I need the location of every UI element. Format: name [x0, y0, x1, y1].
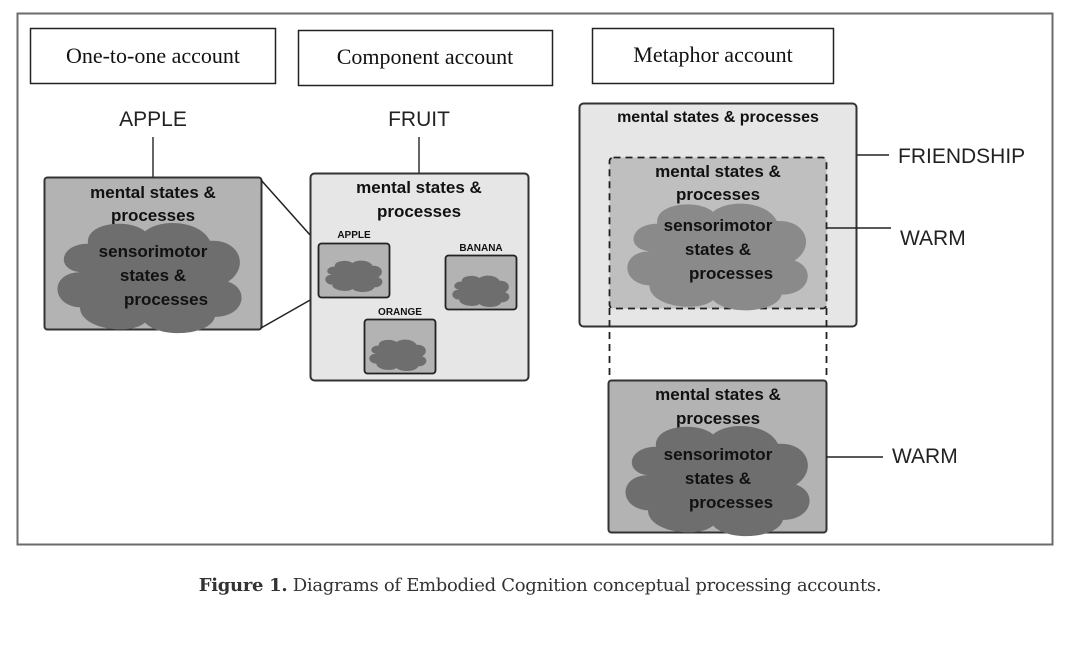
title-component: Component account: [337, 44, 514, 69]
mental-label-2: processes: [111, 206, 195, 225]
concept-warm-bottom: WARM: [892, 445, 958, 468]
caption-label: Figure 1.: [198, 575, 288, 596]
component-label-2: processes: [377, 202, 461, 221]
caption-text: Diagrams of Embodied Cognition conceptua…: [287, 575, 882, 596]
bottom-cloud-label-1: sensorimotor: [664, 445, 773, 464]
title-box-metaphor: [591, 27, 835, 85]
inner-label-1: mental states &: [655, 162, 781, 181]
mental-label-1: mental states &: [90, 183, 216, 202]
concept-friendship: FRIENDSHIP: [898, 145, 1025, 168]
cloud-label-3: processes: [124, 290, 208, 309]
concept-warm-inner: WARM: [900, 227, 966, 250]
concept-apple: APPLE: [119, 108, 187, 131]
inner-cloud-label-2: states &: [685, 240, 751, 259]
figure-caption: Figure 1. Diagrams of Embodied Cognition…: [0, 575, 1080, 596]
zoom-line-top: [260, 179, 320, 246]
title-metaphor: Metaphor account: [633, 42, 792, 67]
component-label-1: mental states &: [356, 178, 482, 197]
zoom-line-bottom: [260, 294, 320, 329]
sub-label-banana: BANANA: [459, 243, 502, 254]
sub-label-orange: ORANGE: [378, 307, 422, 318]
panel-component: Component account FRUIT mental states & …: [297, 29, 554, 382]
bottom-label-1: mental states &: [655, 385, 781, 404]
sub-box-banana: BANANA: [444, 243, 518, 311]
cloud-label-1: sensorimotor: [99, 242, 208, 261]
title-box-one-to-one: [29, 27, 277, 85]
sub-box-apple: APPLE: [317, 230, 391, 299]
concept-fruit: FRUIT: [388, 108, 450, 131]
sub-label-apple: APPLE: [337, 230, 371, 241]
bottom-cloud-label-3: processes: [689, 493, 773, 512]
title-box-component: [297, 29, 554, 87]
inner-cloud-label-3: processes: [689, 264, 773, 283]
bottom-cloud-label-2: states &: [685, 469, 751, 488]
inner-label-2: processes: [676, 185, 760, 204]
friendship-box-label: mental states & processes: [617, 109, 819, 126]
title-one-to-one: One-to-one account: [66, 43, 240, 68]
panel-metaphor: Metaphor account mental states & process…: [578, 27, 1025, 537]
bottom-label-2: processes: [676, 409, 760, 428]
sub-box-orange: ORANGE: [363, 307, 437, 375]
cloud-label-2: states &: [120, 266, 186, 285]
inner-cloud-label-1: sensorimotor: [664, 216, 773, 235]
panel-one-to-one: One-to-one account APPLE mental states &…: [29, 27, 320, 334]
